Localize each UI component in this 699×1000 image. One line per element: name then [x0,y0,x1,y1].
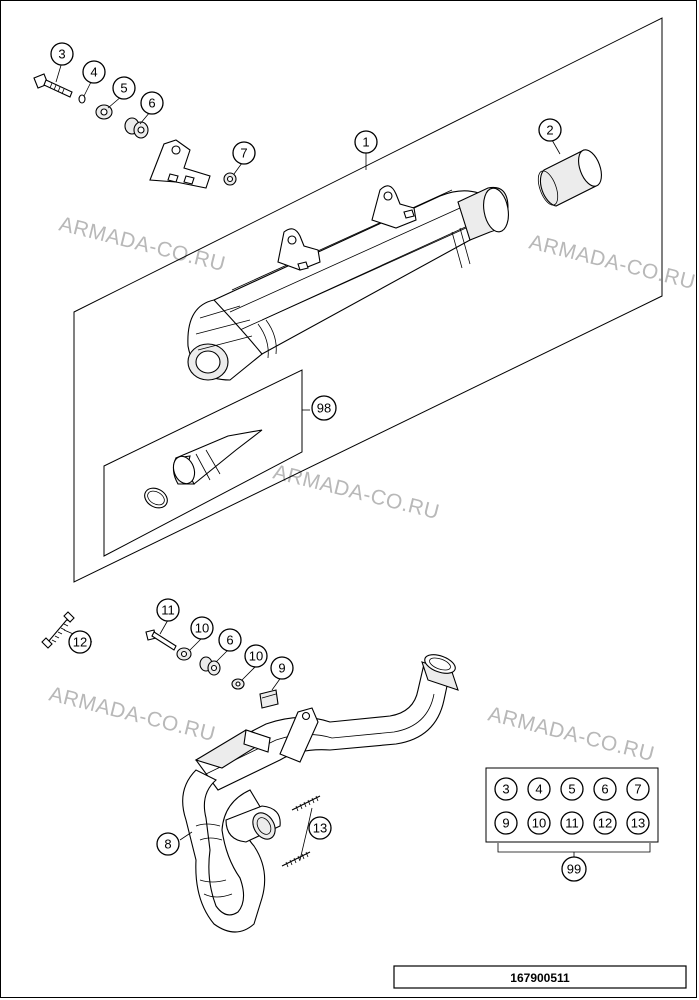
rubber-bushing-6 [124,117,149,139]
watermarks: ARMADA-CO.RU ARMADA-CO.RU ARMADA-CO.RU A… [47,213,698,767]
callout-5: 5 [112,76,136,100]
callout-4: 4 [82,60,106,84]
callout-7: 7 [232,141,256,165]
watermark-2: ARMADA-CO.RU [527,231,698,295]
callout-3: 3 [50,42,74,66]
clip-nut-9 [259,689,279,709]
svg-text:7: 7 [240,146,247,161]
watermark-3: ARMADA-CO.RU [271,461,442,525]
svg-text:13: 13 [631,816,645,831]
kit-99-item-9: 9 [494,811,518,835]
header-pipe-8 [182,654,459,933]
svg-text:99: 99 [567,862,581,877]
callout-1: 1 [354,130,378,154]
svg-text:4: 4 [90,65,97,80]
kit-98-insert [172,429,263,485]
svg-text:5: 5 [568,782,575,797]
bracket [149,139,211,189]
svg-text:9: 9 [278,661,285,676]
callout-12: 12 [68,630,92,654]
svg-text:2: 2 [546,123,553,138]
kit-99-item-4: 4 [527,777,551,801]
kit-99-item-11: 11 [560,811,584,835]
callout-98: 98 [311,395,337,421]
svg-text:6: 6 [601,782,608,797]
washer-10b [231,678,245,690]
kit-99-item-7: 7 [626,777,650,801]
clamp-ring-2 [537,149,602,207]
callout-2: 2 [538,118,562,142]
svg-text:9: 9 [502,816,509,831]
svg-text:5: 5 [120,81,127,96]
callout-6: 6 [140,91,164,115]
silencer-group-frame [73,17,663,583]
watermark-1: ARMADA-CO.RU [57,213,228,277]
callout-13: 13 [308,816,332,840]
watermark-5: ARMADA-CO.RU [486,703,657,767]
kit-99-item-13: 13 [626,811,650,835]
callout-10b: 10 [244,644,268,668]
svg-text:6: 6 [226,633,233,648]
svg-text:10: 10 [249,649,263,664]
watermark-4: ARMADA-CO.RU [47,683,218,747]
callout-11: 11 [156,598,180,622]
svg-text:6: 6 [148,96,155,111]
kit-98-o-ring [144,487,168,509]
drawing-number: 167900511 [510,971,570,985]
silencer-1 [187,185,509,381]
drawing-number-box [393,965,687,989]
kit-99-item-3: 3 [494,777,518,801]
svg-text:11: 11 [161,603,175,618]
kit-99-item-5: 5 [560,777,584,801]
washer-4 [78,94,86,104]
callout-8: 8 [156,832,180,856]
kit-99-item-12: 12 [593,811,617,835]
callout-6b: 6 [218,628,242,652]
kit-99-item-6: 6 [593,777,617,801]
svg-text:1: 1 [362,135,369,150]
kit-99-item-10: 10 [527,811,551,835]
rubber-bushing-6b [199,656,221,676]
svg-text:7: 7 [634,782,641,797]
bolt-3 [33,73,73,98]
svg-text:3: 3 [502,782,509,797]
svg-text:4: 4 [535,782,542,797]
bolt-11 [145,629,177,651]
kit-99-box [485,767,659,843]
svg-text:12: 12 [73,635,87,650]
washer-7 [223,172,237,186]
callout-10a: 10 [190,616,214,640]
svg-text:12: 12 [598,816,612,831]
svg-text:98: 98 [317,401,331,416]
svg-text:13: 13 [313,821,327,836]
washer-10a [176,647,192,661]
svg-text:3: 3 [58,47,65,62]
svg-text:8: 8 [164,837,171,852]
svg-text:10: 10 [532,816,546,831]
svg-text:10: 10 [195,621,209,636]
spring-13-upper [291,795,321,812]
spring-12 [41,611,75,649]
callout-9: 9 [270,656,294,680]
svg-text:11: 11 [565,816,579,831]
spring-13-lower [281,851,311,868]
callout-99: 99 [561,856,587,882]
kit-98-frame [103,369,303,557]
washer-5 [95,104,113,120]
